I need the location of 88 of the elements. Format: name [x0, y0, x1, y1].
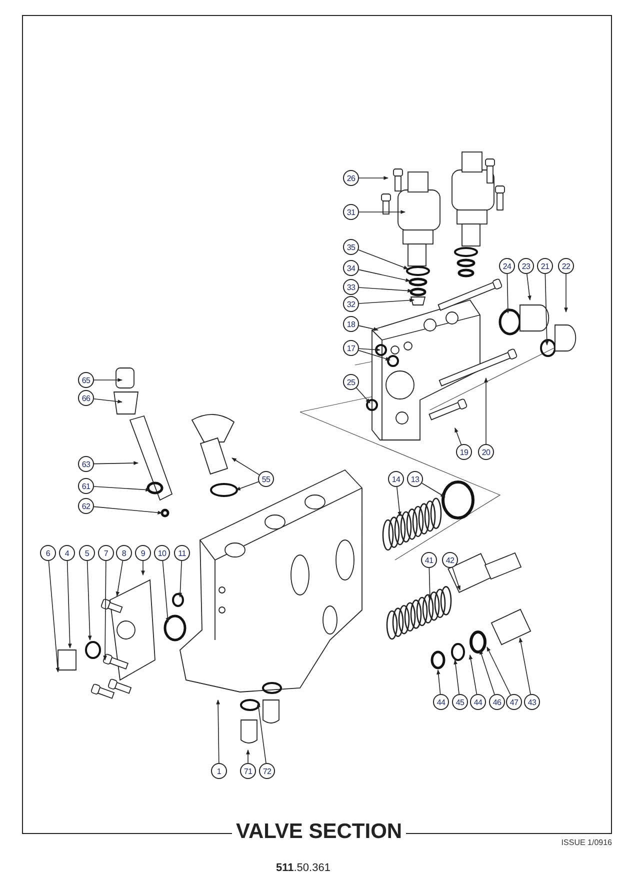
callout-number: 22 — [558, 258, 574, 274]
leader-line — [358, 348, 380, 352]
leader-line — [428, 568, 432, 600]
leader-line — [86, 560, 92, 640]
callout-number: 14 — [388, 471, 404, 487]
callout-number: 66 — [78, 390, 94, 406]
leader-line — [94, 461, 138, 465]
leader-line — [452, 567, 460, 590]
callout-number: 26 — [343, 170, 359, 186]
callout-number: 24 — [499, 258, 515, 274]
callout-number: 72 — [259, 763, 275, 779]
leader-line — [480, 650, 495, 695]
callout-number: 31 — [343, 204, 359, 220]
callout-number: 61 — [78, 478, 94, 494]
callout-number: 1 — [211, 763, 227, 779]
leader-line — [486, 646, 511, 696]
leader-line — [256, 702, 266, 764]
leader-line — [518, 638, 531, 694]
leader-line — [358, 250, 408, 270]
callout-number: 21 — [537, 258, 553, 274]
leader-line — [544, 274, 549, 346]
callout-number: 4 — [59, 545, 75, 561]
part-number: 511.50.361 — [276, 862, 330, 874]
callout-number: 11 — [174, 545, 190, 561]
callout-number: 32 — [343, 296, 359, 312]
callout-number: 71 — [240, 763, 256, 779]
leader-line — [358, 325, 378, 331]
callout-number: 8 — [116, 545, 132, 561]
leader-line — [94, 398, 122, 404]
callout-number: 19 — [456, 444, 472, 460]
callout-number: 55 — [258, 471, 274, 487]
leader-line — [526, 274, 532, 300]
callout-number: 17 — [343, 340, 359, 356]
leader-line — [178, 560, 182, 598]
leader-line — [454, 428, 462, 445]
leader-line — [356, 388, 370, 404]
callout-number: 23 — [518, 258, 534, 274]
callout-number: 34 — [343, 260, 359, 276]
callout-number: 42 — [442, 552, 458, 568]
callout-number: 44 — [470, 694, 486, 710]
leader-line — [141, 560, 145, 576]
callout-number: 43 — [524, 694, 540, 710]
leader-line — [422, 482, 446, 498]
callout-number: 44 — [433, 694, 449, 710]
callout-number: 6 — [40, 545, 56, 561]
callout-number: 35 — [343, 239, 359, 255]
callout-number: 10 — [154, 545, 170, 561]
leader-line — [103, 560, 107, 660]
callout-number: 18 — [343, 316, 359, 332]
leader-line — [94, 378, 122, 382]
leader-line — [116, 560, 124, 596]
leader-line — [468, 654, 478, 694]
leader-line — [94, 506, 162, 515]
leader-line — [216, 700, 220, 764]
callout-number: 45 — [452, 694, 468, 710]
callout-number: 47 — [506, 694, 522, 710]
leader-line — [358, 287, 412, 293]
leader-line — [358, 298, 414, 304]
callout-number: 13 — [407, 471, 423, 487]
callout-number: 20 — [478, 444, 494, 460]
leader-line — [162, 560, 170, 622]
leader-line — [358, 350, 390, 361]
leader-line — [396, 486, 402, 516]
callout-number: 63 — [78, 456, 94, 472]
issue-note: ISSUE 1/0916 — [561, 838, 612, 847]
callout-number: 65 — [78, 372, 94, 388]
callout-number: 33 — [343, 279, 359, 295]
leader-line — [236, 481, 259, 490]
leader-line — [454, 660, 460, 694]
callout-number: 62 — [78, 498, 94, 514]
callout-number: 7 — [98, 545, 114, 561]
leader-line — [564, 274, 568, 312]
leader-line — [66, 560, 72, 648]
leader-line — [358, 210, 406, 214]
leader-line — [48, 560, 60, 672]
leader-line — [94, 486, 150, 492]
leader-line — [436, 670, 441, 694]
leader-line — [246, 750, 250, 764]
callout-number: 5 — [79, 545, 95, 561]
leader-line — [484, 378, 488, 444]
callout-number: 46 — [489, 694, 505, 710]
leader-line — [358, 176, 388, 180]
callout-number: 9 — [135, 545, 151, 561]
leader-line — [358, 269, 410, 282]
leader-line — [232, 458, 260, 476]
leader-line — [506, 274, 510, 314]
callout-number: 25 — [343, 374, 359, 390]
callout-number: 41 — [421, 552, 437, 568]
